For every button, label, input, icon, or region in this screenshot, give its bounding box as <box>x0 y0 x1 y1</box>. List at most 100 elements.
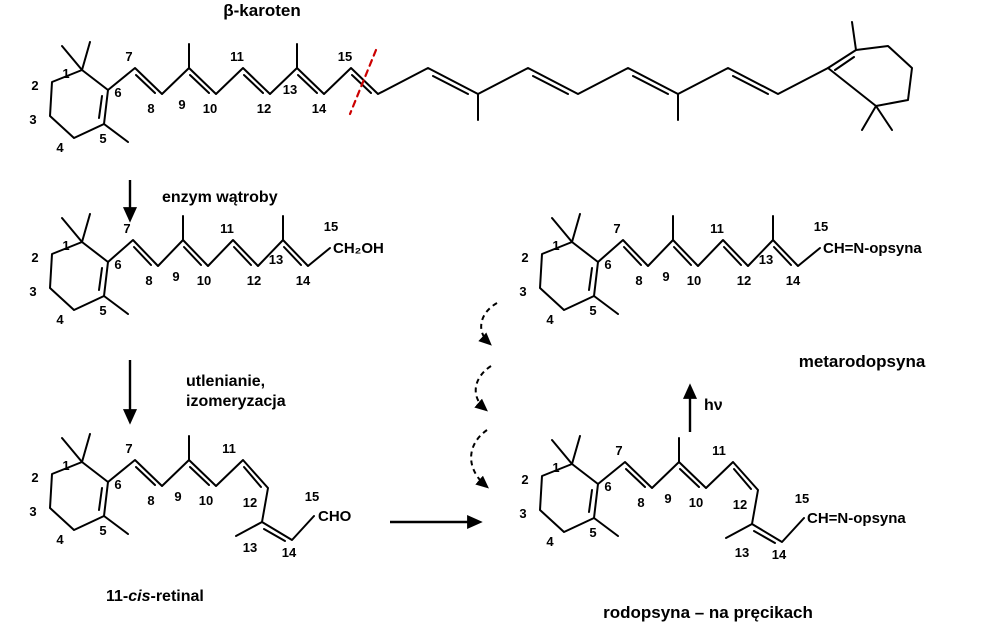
atom-number: 8 <box>147 101 154 116</box>
cis-retinal-structure: CHO 1 2 3 4 5 6 7 8 9 10 11 12 13 14 15 <box>29 433 352 560</box>
atom-number: 14 <box>786 273 801 288</box>
dashed-step-arrows <box>470 302 498 489</box>
atom-number: 3 <box>519 284 526 299</box>
rhodopsin-schiff-group: CH=N-opsyna <box>807 510 906 527</box>
atom-number: 13 <box>243 540 257 555</box>
atom-number: 5 <box>99 131 106 146</box>
atom-number: 8 <box>635 273 642 288</box>
atom-number: 10 <box>203 101 217 116</box>
dashed-step-arrow-1 <box>478 302 498 346</box>
label-metarhodopsin: metarodopsyna <box>799 352 926 371</box>
atom-number: 13 <box>735 545 749 560</box>
atom-number: 8 <box>637 495 644 510</box>
metarhodopsin-methyl-bonds <box>551 213 774 315</box>
retinol-ring-bonds <box>49 241 109 311</box>
retinol-ch2oh-group: CH₂OH <box>333 240 384 257</box>
metarhodopsin-schiff-group: CH=N-opsyna <box>823 240 922 257</box>
atom-number: 1 <box>62 238 69 253</box>
atom-number: 10 <box>689 495 703 510</box>
rhodopsin-structure: CH=N-opsyna 1 2 3 4 5 6 7 8 9 10 11 12 1… <box>519 435 906 562</box>
atom-number: 6 <box>604 479 611 494</box>
atom-number: 12 <box>257 101 271 116</box>
atom-number: 6 <box>604 257 611 272</box>
atom-number: 9 <box>178 97 185 112</box>
atom-number: 4 <box>56 312 64 327</box>
metarhodopsin-atom-numbers: 1 2 3 4 5 6 7 8 9 10 11 12 13 14 15 <box>519 219 828 327</box>
atom-number: 2 <box>31 470 38 485</box>
atom-number: 6 <box>114 257 121 272</box>
atom-number: 6 <box>114 85 121 100</box>
atom-number: 15 <box>814 219 828 234</box>
cis-retinal-atom-numbers: 1 2 3 4 5 6 7 8 9 10 11 12 13 14 15 <box>29 441 319 560</box>
cis-retinal-chain-bonds <box>107 459 315 541</box>
atom-number: 8 <box>147 493 154 508</box>
metarhodopsin-structure: CH=N-opsyna 1 2 3 4 5 6 7 8 9 10 11 12 1… <box>519 213 922 327</box>
dashed-step-arrow-2 <box>474 365 492 412</box>
atom-number: 3 <box>29 112 36 127</box>
atom-number: 3 <box>519 506 526 521</box>
atom-number: 15 <box>305 489 319 504</box>
label-liver-enzyme: enzym wątroby <box>162 189 278 206</box>
beta-carotene-chain-bonds <box>107 67 829 95</box>
rhodopsin-chain-bonds <box>597 461 805 543</box>
atom-number: 1 <box>62 66 69 81</box>
atom-number: 13 <box>283 82 297 97</box>
atom-number: 7 <box>125 49 132 64</box>
atom-number: 10 <box>687 273 701 288</box>
atom-number: 13 <box>269 252 283 267</box>
rhodopsin-atom-numbers: 1 2 3 4 5 6 7 8 9 10 11 12 13 14 15 <box>519 443 809 562</box>
atom-number: 11 <box>712 443 726 458</box>
cis-retinal-cho-group: CHO <box>318 508 352 525</box>
retinol-structure: CH₂OH 1 2 3 4 5 6 7 8 9 10 11 12 13 14 1… <box>29 213 384 327</box>
title-beta-carotene: β-karoten <box>223 1 300 20</box>
atom-number: 7 <box>613 221 620 236</box>
beta-carotene-methyl-bonds <box>61 21 893 143</box>
atom-number: 10 <box>197 273 211 288</box>
atom-number: 2 <box>31 250 38 265</box>
atom-number: 11 <box>222 441 236 456</box>
atom-number: 9 <box>662 269 669 284</box>
atom-number: 2 <box>521 472 528 487</box>
rhodopsin-double-bond-lines <box>588 468 776 544</box>
retinol-methyl-bonds <box>61 213 284 315</box>
label-cis-retinal: 11-cis-retinal <box>106 588 204 605</box>
atom-number: 12 <box>733 497 747 512</box>
beta-carotene-structure: 1 2 3 4 5 6 7 8 9 10 11 12 13 14 15 <box>29 21 913 155</box>
atom-number: 1 <box>62 458 69 473</box>
beta-carotene-atom-numbers: 1 2 3 4 5 6 7 8 9 10 11 12 13 14 15 <box>29 49 352 155</box>
atom-number: 5 <box>99 523 106 538</box>
label-cis-retinal-prefix: 11- <box>106 588 128 605</box>
atom-number: 6 <box>114 477 121 492</box>
atom-number: 14 <box>282 545 297 560</box>
retinol-double-bond-lines <box>98 246 302 291</box>
dashed-step-arrow-3 <box>470 429 489 489</box>
label-isomerization: izomeryzacja <box>186 393 286 410</box>
atom-number: 11 <box>230 49 244 64</box>
atom-number: 15 <box>795 491 809 506</box>
atom-number: 9 <box>172 269 179 284</box>
label-cis-retinal-cis: cis <box>128 588 150 605</box>
atom-number: 14 <box>772 547 787 562</box>
atom-number: 1 <box>552 460 559 475</box>
atom-number: 7 <box>123 221 130 236</box>
label-light-hv: hν <box>704 397 723 414</box>
label-cis-retinal-suffix: -retinal <box>151 588 204 605</box>
atom-number: 5 <box>99 303 106 318</box>
atom-number: 5 <box>589 303 596 318</box>
atom-number: 9 <box>174 489 181 504</box>
retinol-chain-bonds <box>107 239 331 267</box>
atom-number: 1 <box>552 238 559 253</box>
cis-retinal-ring-bonds <box>49 461 109 531</box>
cis-retinal-methyl-bonds <box>61 433 263 537</box>
rhodopsin-methyl-bonds <box>551 435 753 539</box>
label-rhodopsin: rodopsyna – na pręcikach <box>603 603 813 622</box>
atom-number: 11 <box>710 221 724 236</box>
atom-number: 4 <box>56 140 64 155</box>
cleavage-line <box>348 48 378 116</box>
rhodopsin-ring-bonds <box>539 463 599 533</box>
atom-number: 11 <box>220 221 234 236</box>
atom-number: 15 <box>338 49 352 64</box>
atom-number: 5 <box>589 525 596 540</box>
atom-number: 12 <box>737 273 751 288</box>
